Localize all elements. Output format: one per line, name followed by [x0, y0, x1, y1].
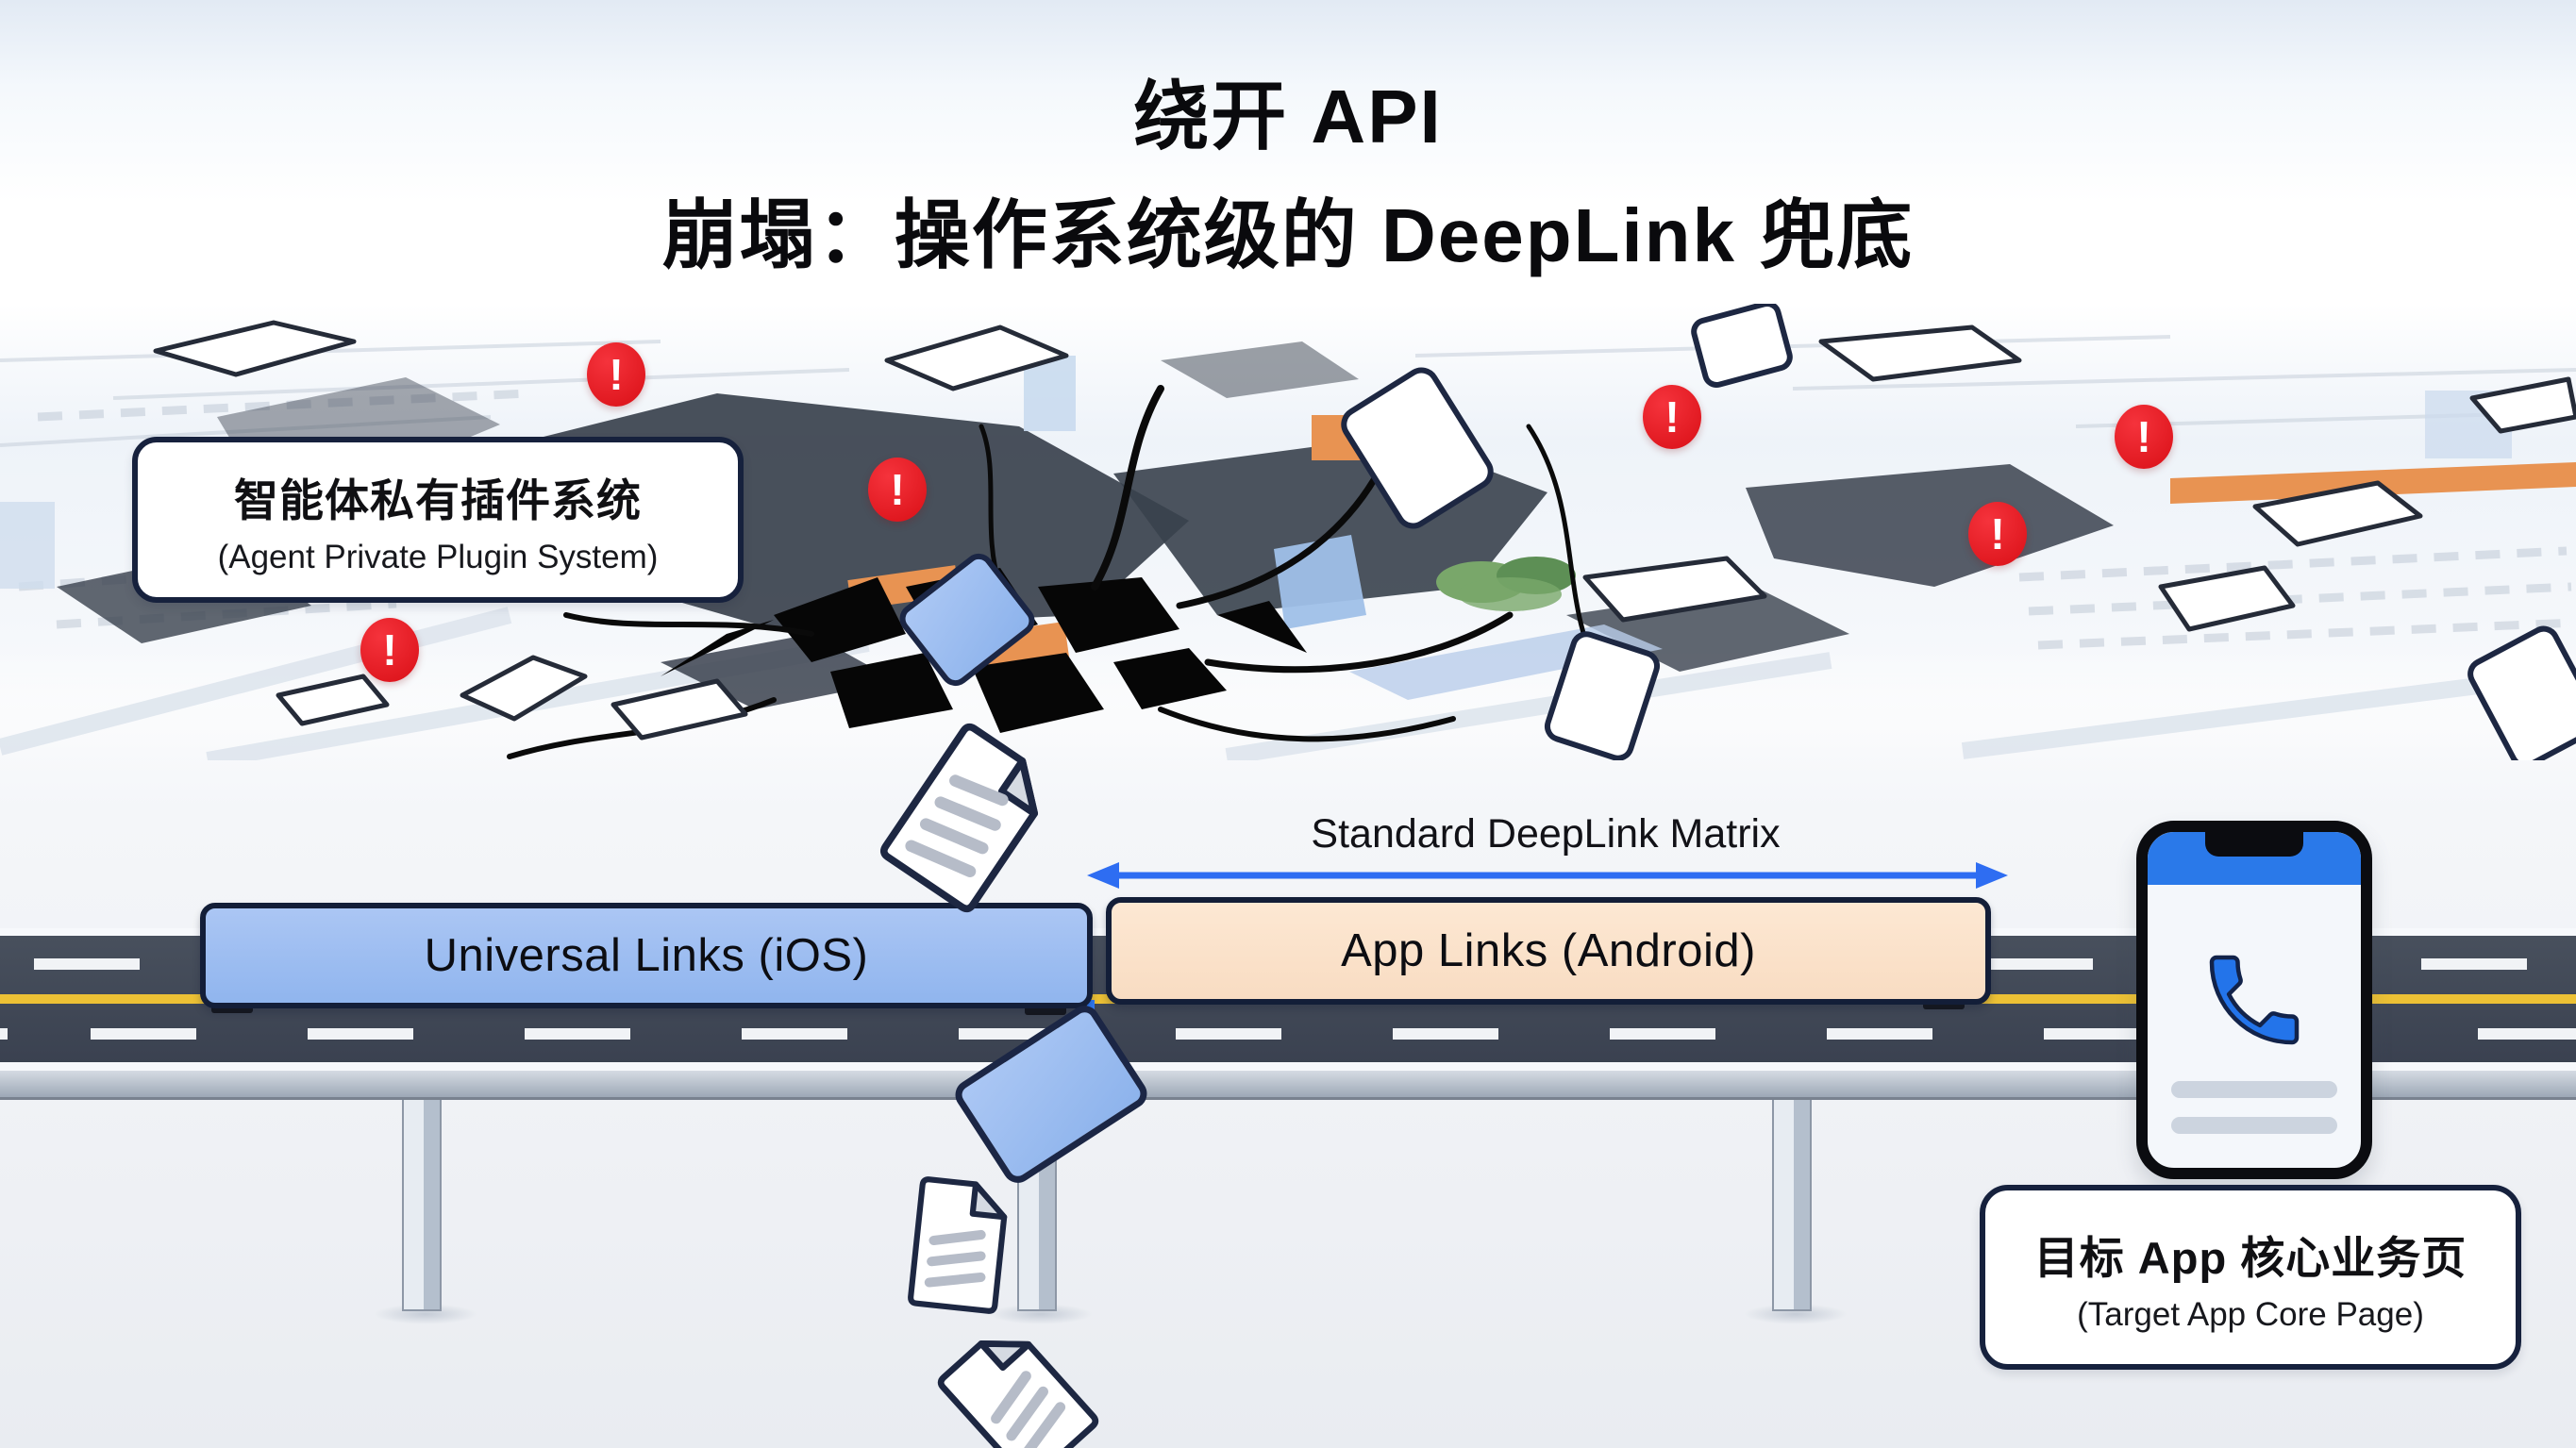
phone-text-placeholder [2171, 1081, 2337, 1098]
double-arrow-icon [1087, 862, 2008, 889]
target-label-en: (Target App Core Page) [2077, 1295, 2424, 1333]
agent-plugin-system-label: 智能体私有插件系统 (Agent Private Plugin System) [132, 437, 744, 603]
pillar-shadow [1744, 1304, 1848, 1324]
title-line-1: 绕开 API [1133, 75, 1443, 158]
phone-call-icon [2209, 955, 2300, 1045]
universal-links-box: Universal Links (iOS) [200, 903, 1093, 1008]
warning-glyph: ! [1664, 392, 1680, 441]
target-app-phone [2136, 821, 2372, 1179]
warning-icon: ! [868, 458, 927, 522]
falling-document-icon [879, 723, 1039, 913]
app-links-label: App Links (Android) [1341, 925, 1756, 976]
warning-glyph: ! [890, 465, 905, 514]
warning-icon: ! [360, 618, 419, 682]
bridge-pillar [402, 1100, 442, 1311]
phone-text-placeholder [2171, 1117, 2337, 1134]
plugin-label-en: (Agent Private Plugin System) [217, 538, 659, 575]
phone-notch [2205, 832, 2303, 857]
pillar-shadow [989, 1304, 1093, 1324]
app-links-box: App Links (Android) [1106, 897, 1991, 1005]
warning-icon: ! [1968, 502, 2027, 566]
bridge-pillar [1772, 1100, 1812, 1311]
deeplink-matrix-label: Standard DeepLink Matrix [1311, 811, 1781, 857]
plugin-label-zh: 智能体私有插件系统 [234, 474, 642, 525]
title-line-2: 崩塌：操作系统级的 DeepLink 兜底 [661, 193, 1915, 277]
warning-icon: ! [1643, 385, 1701, 449]
warning-icon: ! [587, 342, 645, 407]
target-app-page-label: 目标 App 核心业务页 (Target App Core Page) [1980, 1185, 2521, 1370]
warning-icon: ! [2115, 405, 2173, 469]
target-label-zh: 目标 App 核心业务页 [2033, 1232, 2467, 1283]
universal-links-label: Universal Links (iOS) [424, 930, 869, 981]
road-edge-line [0, 1062, 2576, 1071]
warning-glyph: ! [609, 350, 624, 399]
page-title: 绕开 API 崩塌：操作系统级的 DeepLink 兜底 [0, 79, 2576, 274]
lane-dashes [0, 1028, 2576, 1040]
warning-glyph: ! [382, 625, 397, 674]
pillar-shadow [374, 1304, 477, 1324]
falling-document-icon [937, 1340, 1099, 1448]
warning-glyph: ! [2136, 412, 2151, 461]
warning-glyph: ! [1990, 509, 2005, 558]
falling-document-icon [908, 1176, 1008, 1314]
